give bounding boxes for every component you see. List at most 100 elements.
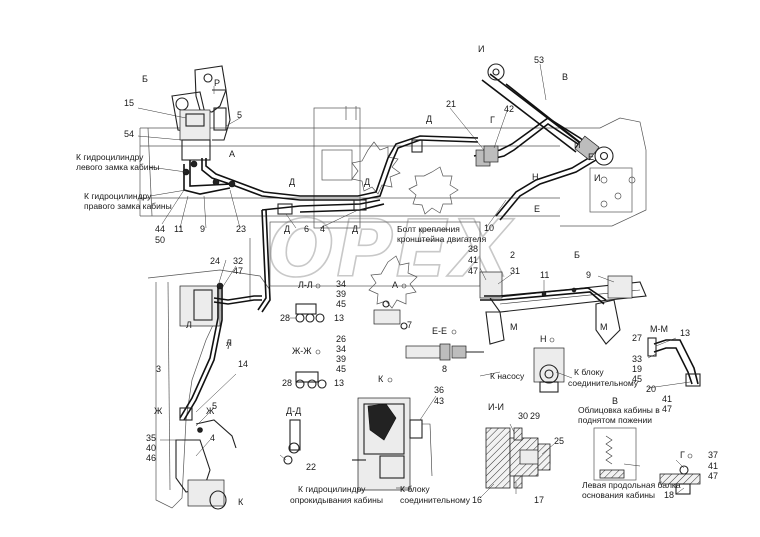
section-ii-coupling [485, 427, 551, 489]
chassis-frame [139, 106, 647, 309]
part-label: 11 [174, 224, 183, 234]
view-a-fitting [373, 300, 408, 330]
part-label: 6 [304, 224, 309, 234]
note-tilt-cyl-2: опрокидывания кабины [290, 495, 383, 505]
part-label: 45 [632, 374, 642, 384]
view-letter-ye-2: Е [588, 152, 594, 162]
part-label: 4 [320, 224, 325, 234]
part-label: 42 [504, 104, 514, 114]
part-label: 5 [212, 401, 217, 411]
note-to-block-1b: соединительному [568, 378, 639, 388]
note-left-lock-2: левого замка кабины [76, 162, 159, 172]
part-label: 41 [662, 394, 672, 404]
part-label: 41 [468, 255, 478, 265]
part-label: 18 [664, 490, 674, 500]
view-letter-l-1: Л [186, 320, 192, 330]
view-letter-d-5: Д [352, 224, 358, 234]
view-letters: Б В Р А Д Д Д Д Д Г И Н Е И И Е Б М М Л … [142, 44, 608, 507]
part-label: 7 [407, 320, 412, 330]
part-label: 32 [233, 256, 243, 266]
part-label: 2 [510, 250, 515, 260]
part-label: 45 [336, 364, 346, 374]
part-label: 54 [124, 129, 134, 139]
part-label: 33 [632, 354, 642, 364]
view-letter-g: Г [490, 115, 495, 125]
view-letter-b: Б [142, 74, 148, 84]
part-label: 19 [632, 364, 642, 374]
section-title-yeye: Е-Е [432, 326, 447, 336]
part-label: 53 [534, 55, 544, 65]
part-label: 24 [210, 256, 220, 266]
annotations: К гидроцилиндру левого замка кабины К ги… [76, 152, 681, 505]
part-label: 20 [646, 384, 656, 394]
part-label: 46 [146, 453, 156, 463]
part-label: 29 [530, 411, 540, 421]
cab-tilt-column [155, 281, 262, 510]
section-zhzh-sketch [295, 371, 327, 389]
part-label: 50 [155, 235, 165, 245]
watermark-text: OPEX [268, 205, 515, 295]
note-engine-bolt-2: кронштейна двигателя [397, 234, 487, 244]
view-letter-l-2: Л [226, 338, 232, 348]
view-letter-b-2: Б [574, 250, 580, 260]
part-label: 22 [306, 462, 316, 472]
part-label: 13 [334, 313, 344, 323]
view-letter-i-2: И [574, 140, 580, 150]
view-letter-m-2: М [600, 322, 608, 332]
part-label: 11 [540, 270, 549, 280]
note-engine-bolt-1: Болт крепления [397, 224, 460, 234]
section-title-dd: Д-Д [286, 406, 301, 416]
note-right-lock-1: К гидроцилиндру [84, 191, 152, 201]
part-label: 23 [236, 224, 246, 234]
note-to-block-2b: соединительному [400, 495, 471, 505]
view-letter-zh-2: Ж [206, 406, 215, 416]
part-label: 15 [124, 98, 134, 108]
part-label: 9 [200, 224, 205, 234]
section-title-ll: Л-Л [298, 280, 313, 290]
part-label: 21 [446, 99, 456, 109]
view-letter-v: В [562, 72, 568, 82]
part-label: 14 [238, 359, 248, 369]
view-letter-d-3: Д [426, 114, 432, 124]
part-label: 5 [237, 110, 242, 120]
view-letter-r: Р [214, 78, 220, 88]
part-label: 47 [708, 471, 718, 481]
note-right-lock-2: правого замка кабины [84, 201, 172, 211]
view-letter-m-1: М [510, 322, 518, 332]
part-label: 44 [155, 224, 165, 234]
section-title-n: Н [540, 334, 547, 344]
section-title-a: А [392, 280, 398, 290]
note-to-pump: К насосу [490, 371, 525, 381]
part-label: 40 [146, 443, 156, 453]
part-label: 27 [632, 333, 642, 343]
note-cab-lining-2: поднятом пожении [578, 415, 652, 425]
section-title-v: В [612, 396, 618, 406]
view-g-fitting [659, 465, 701, 495]
part-label: 13 [334, 378, 344, 388]
view-letter-d-4: Д [284, 224, 290, 234]
part-label: 10 [484, 223, 494, 233]
section-title-zhzh: Ж-Ж [292, 346, 312, 356]
part-8-union [405, 343, 484, 361]
part-numbers: 15 54 5 44 50 11 9 23 6 4 21 42 53 10 38… [124, 55, 718, 505]
note-cab-lining-1: Облицовка кабины в [578, 405, 660, 415]
view-letter-d-1: Д [289, 177, 295, 187]
part-label: 28 [282, 378, 292, 388]
view-letter-i-1: И [478, 44, 484, 54]
part-label: 47 [662, 404, 672, 414]
part-label: 34 [336, 279, 346, 289]
section-title-ii: И-И [488, 402, 504, 412]
lock-valve-assembly [149, 65, 479, 201]
section-dd-sketch [279, 419, 301, 465]
section-title-k: К [378, 374, 384, 384]
part-label: 26 [336, 334, 346, 344]
note-beam-2: основания кабины [582, 490, 655, 500]
part-label: 4 [210, 433, 215, 443]
part-label: 38 [468, 244, 478, 254]
part-label: 13 [680, 328, 690, 338]
part-label: 30 [518, 411, 528, 421]
part-label: 39 [336, 289, 346, 299]
section-k-valve-block [352, 397, 433, 491]
part-label: 16 [472, 495, 482, 505]
